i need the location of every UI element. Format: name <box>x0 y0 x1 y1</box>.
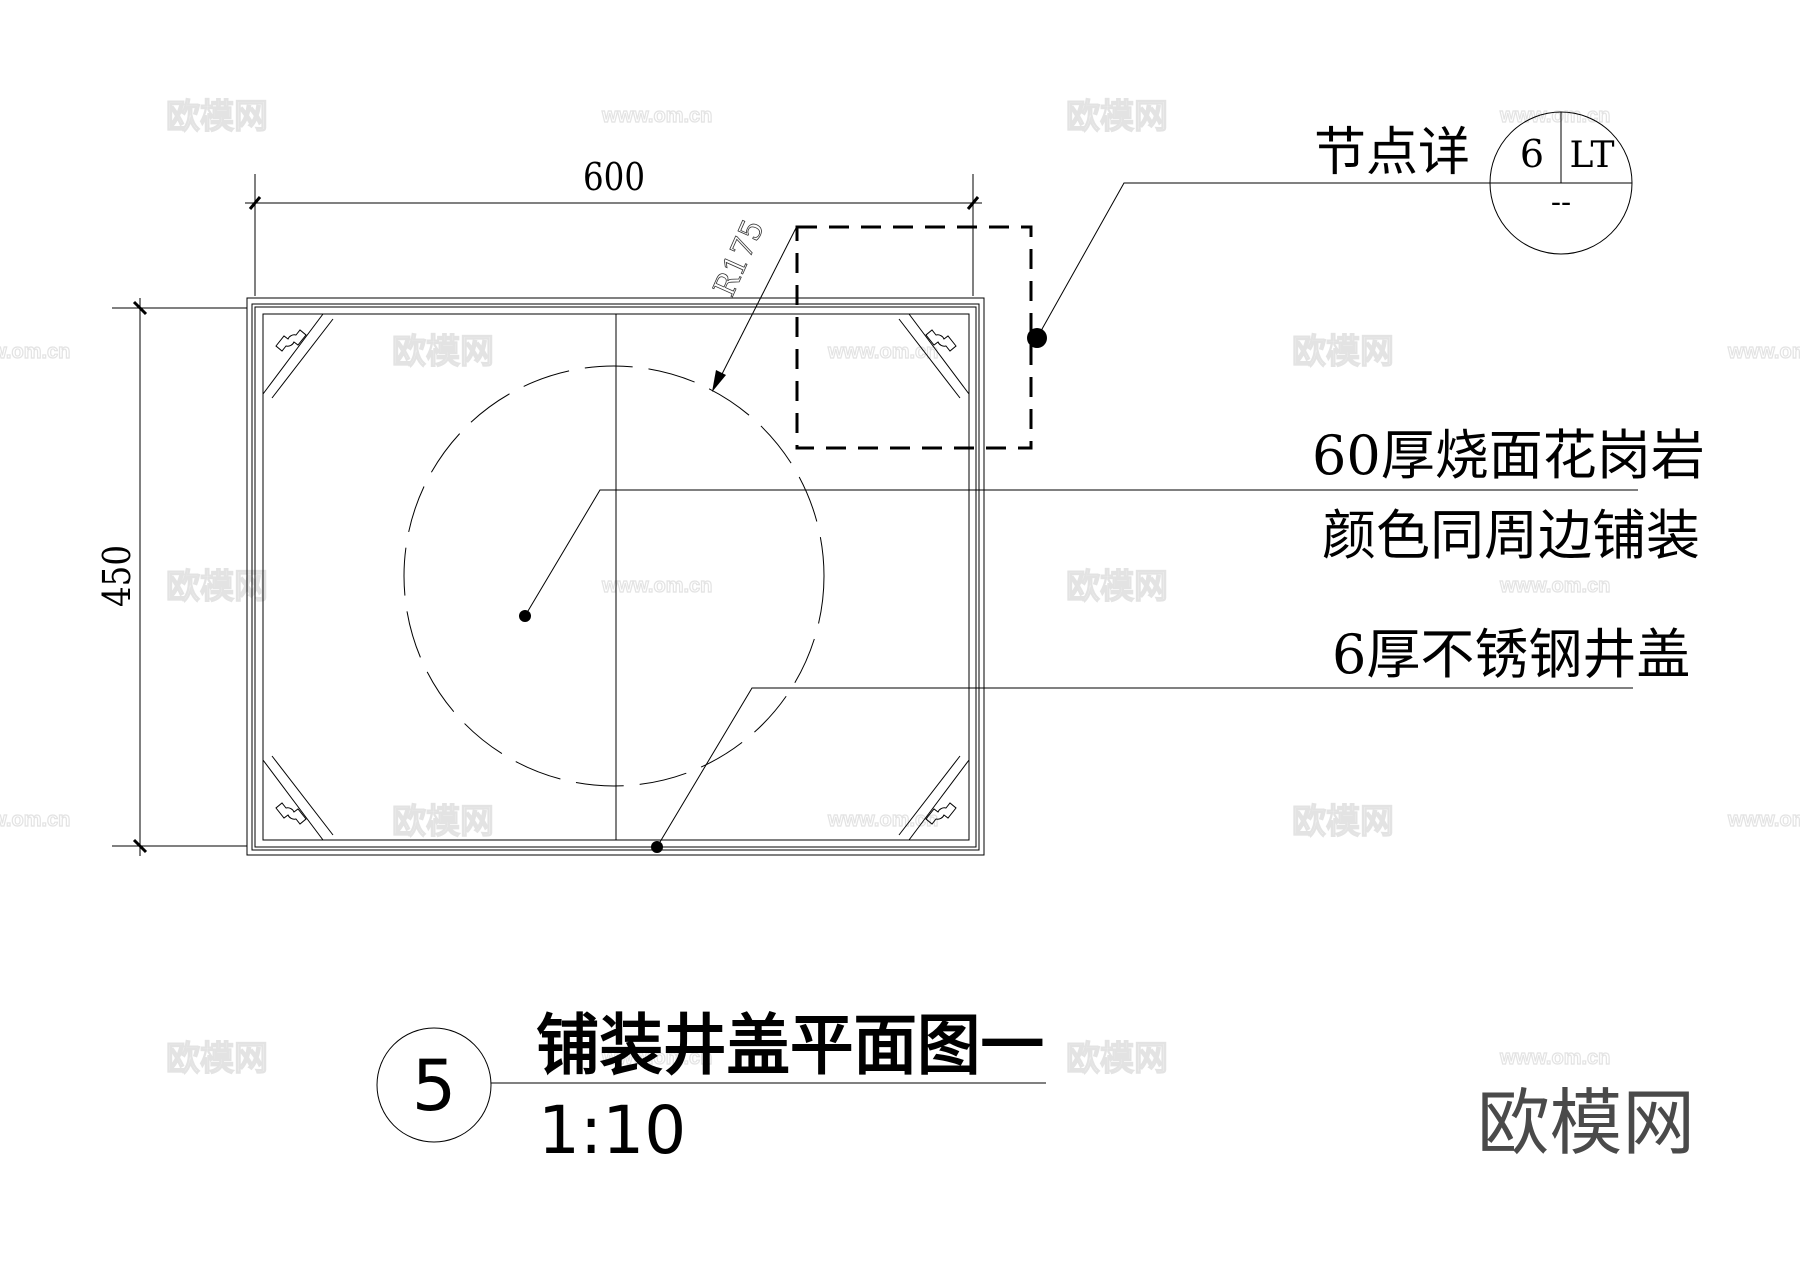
frame-edge <box>251 303 980 851</box>
dimension-tick <box>966 196 980 210</box>
annotation-text: 6厚不锈钢井盖 <box>1332 623 1690 686</box>
lifting-slot-icon <box>925 802 957 825</box>
drawing-title: 铺装井盖平面图一 <box>536 1007 1044 1084</box>
watermark-cn: 欧模网 <box>1066 568 1168 606</box>
chamfer-line <box>262 313 324 395</box>
detail-leader-line <box>1036 182 1632 339</box>
annotation-leader-line <box>524 489 1638 617</box>
arrowhead-icon <box>712 370 726 392</box>
watermark-cn: 欧模网 <box>166 568 268 606</box>
radius-label: R175 <box>707 215 771 302</box>
chamfer-line <box>262 759 324 841</box>
annotation-granite: 60厚烧面花岗岩 颜色同周边铺装 <box>519 424 1705 622</box>
watermark-cn: 欧模网 <box>166 1040 268 1078</box>
watermark-url: www.om.cn <box>1499 105 1610 127</box>
watermark-url: www.om.cn <box>1499 1047 1610 1069</box>
drawing-title-block: 5 铺装井盖平面图一 1:10 <box>376 1007 1046 1169</box>
dimension-tick <box>132 838 148 854</box>
detail-lower-text: -- <box>1551 185 1571 220</box>
detail-callout-label: 节点详 <box>1314 123 1470 183</box>
chamfer-line <box>898 318 961 399</box>
watermark-layer: 欧模网 www.om.cn 欧模网 www.om.cn www.om.cn 欧模… <box>0 97 1800 1078</box>
brand-logo: 欧模网 <box>1477 1081 1695 1165</box>
detail-callout-box <box>795 225 1033 450</box>
corner-bottom-right <box>898 755 970 841</box>
watermark-url: www.om.cn <box>601 575 712 597</box>
chamfer-line <box>898 755 961 836</box>
watermark-url: www.om.cn <box>601 105 712 127</box>
dimension-height: 450 <box>95 298 247 856</box>
radius-leader <box>719 227 797 379</box>
annotation-leader-line <box>656 687 1633 848</box>
annotation-text: 60厚烧面花岗岩 <box>1312 424 1705 487</box>
watermark-cn: 欧模网 <box>1292 803 1394 841</box>
watermark-url: www.om.cn <box>0 341 70 363</box>
watermark-url: www.om.cn <box>0 809 70 831</box>
chamfer-line <box>271 755 334 836</box>
watermark-url: www.om.cn <box>1727 341 1800 363</box>
drawing-number-circle <box>376 1027 492 1143</box>
watermark-cn: 欧模网 <box>1066 1040 1168 1078</box>
drawing-scale: 1:10 <box>538 1092 686 1169</box>
watermark-url: www.om.cn <box>827 809 938 831</box>
chamfer-line <box>271 318 334 399</box>
chamfer-line <box>908 313 970 395</box>
watermark-url: www.om.cn <box>827 341 938 363</box>
radius-annotation: R175 <box>707 214 797 392</box>
watermark-cn: 欧模网 <box>1292 333 1394 371</box>
lifting-slot-icon <box>275 329 307 352</box>
lifting-slot-icon <box>925 329 957 352</box>
manhole-cover-plan <box>246 297 985 856</box>
dimension-tick <box>132 300 148 316</box>
watermark-cn: 欧模网 <box>392 333 494 371</box>
shaft-opening-circle <box>403 365 825 787</box>
annotation-text: 颜色同周边铺装 <box>1322 504 1700 567</box>
corner-bottom-left <box>262 755 334 841</box>
chamfer-line <box>908 759 970 841</box>
watermark-cn: 欧模网 <box>392 803 494 841</box>
detail-reference: 节点详 6 LT -- <box>1314 111 1633 255</box>
detail-number: 6 <box>1520 132 1544 176</box>
dimension-height-label: 450 <box>95 545 139 607</box>
outer-frame <box>246 297 985 856</box>
lifting-slot-icon <box>275 802 307 825</box>
watermark-url: www.om.cn <box>1499 575 1610 597</box>
dimension-tick <box>248 196 262 210</box>
watermark-cn: 欧模网 <box>1066 98 1168 136</box>
dimension-width-label: 600 <box>583 155 645 199</box>
detail-sheet-code: LT <box>1570 135 1615 176</box>
corner-top-right <box>898 313 970 399</box>
dimension-width: 600 <box>245 155 982 296</box>
frame-edge <box>254 306 977 848</box>
watermark-url: www.om.cn <box>601 1047 712 1069</box>
watermark-cn: 欧模网 <box>166 98 268 136</box>
annotation-stainless-cover: 6厚不锈钢井盖 <box>651 623 1690 853</box>
watermark-url: www.om.cn <box>1727 809 1800 831</box>
drawing-number: 5 <box>412 1045 457 1127</box>
corner-top-left <box>262 313 334 399</box>
